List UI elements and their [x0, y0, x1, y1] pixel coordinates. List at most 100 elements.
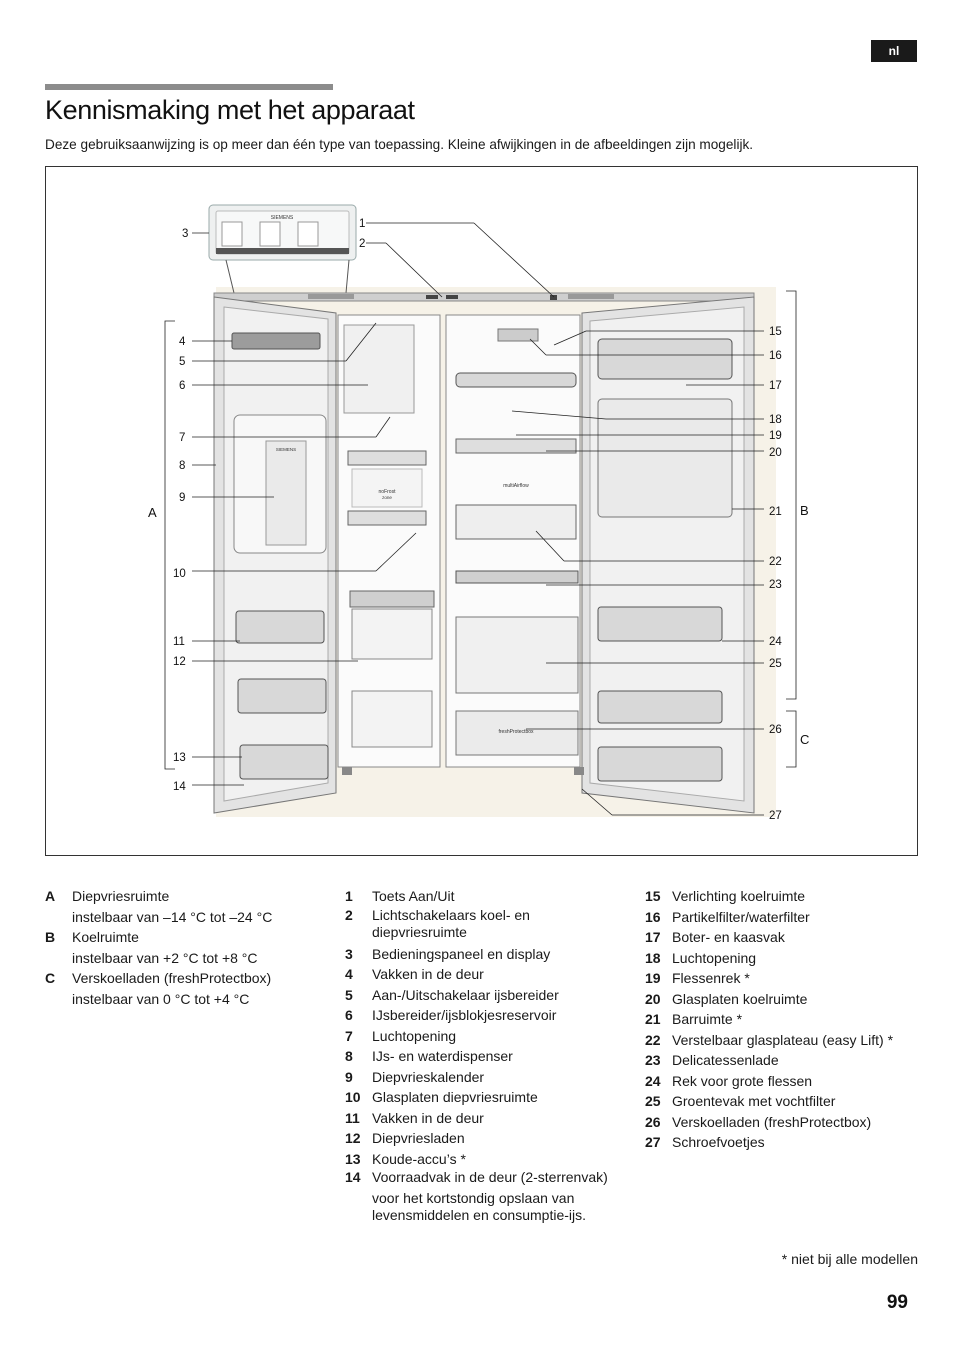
legend-item-detail: instelbaar van +2 °C tot +8 °C	[72, 949, 258, 966]
dispenser-brand-text: SIEMENS	[276, 447, 296, 452]
panel-brand-text: SIEMENS	[271, 215, 294, 221]
callout-19: 19	[769, 430, 782, 442]
easy-lift-shelf	[455, 504, 577, 540]
panel-zone-freezer	[221, 221, 243, 247]
freshprotect-box	[455, 710, 579, 756]
freshprotect-label: freshProtectbox	[498, 729, 534, 735]
callout-9: 9	[179, 492, 185, 504]
freezer-drawer-2	[351, 690, 433, 748]
callout-3: 3	[182, 228, 188, 240]
fridge-light	[497, 328, 539, 342]
legend-item-note: voor het kortstondig opslaan van levensm…	[372, 1190, 586, 1223]
panel-zone-fresh	[297, 221, 319, 247]
light-switch-left	[426, 295, 438, 299]
callout-21: 21	[769, 506, 782, 518]
fridge-door-shelf-lower	[597, 690, 723, 724]
callout-25: 25	[769, 658, 782, 670]
panel-zone-fridge	[259, 221, 281, 247]
section-a-label: A	[148, 505, 157, 520]
panel-button-row	[216, 248, 349, 254]
callout-7: 7	[179, 432, 185, 444]
bottle-rack	[455, 372, 577, 388]
callout-numbers-right: 15 16 17 18 19 20 21 22 23 24 25 26 27 B…	[769, 326, 809, 822]
callout-8: 8	[179, 460, 185, 472]
large-bottle-rack	[597, 606, 723, 642]
freezer-door-shelf-12	[237, 678, 327, 714]
appliance-figure: SIEMENS SIEMENS noFrost zone	[45, 166, 918, 856]
fridge-illustration: SIEMENS SIEMENS noFrost zone	[148, 204, 809, 822]
freezer-drawer-top	[349, 590, 435, 608]
bar-compartment	[597, 398, 733, 518]
fridge-door-liner	[589, 306, 745, 802]
callout-6: 6	[179, 380, 185, 392]
page-subtitle: Deze gebruiksaanwijzing is op meer dan é…	[45, 137, 754, 152]
freezer-door-shelf-14	[239, 744, 329, 780]
callout-lines-left	[192, 222, 555, 786]
callout-10: 10	[173, 568, 186, 580]
nofrost-sub-label: zone	[382, 495, 392, 500]
freezer-drawer-1	[351, 608, 433, 660]
fridge-glass-shelf	[455, 438, 577, 454]
freezer-door-shelf-11	[235, 610, 325, 644]
callout-1: 1	[359, 218, 365, 230]
callout-numbers-left: 3 1 2 4 5 6 7 8 9 10 11 12 13 14 A	[148, 218, 365, 793]
delicatessen-drawer	[455, 570, 579, 584]
butter-cheese-compartment	[597, 338, 733, 380]
callout-27: 27	[769, 810, 782, 822]
legend-item-detail: instelbaar van 0 °C tot +4 °C	[72, 990, 250, 1007]
foot-left	[342, 767, 352, 775]
freezer-glass-shelf-1	[347, 450, 427, 466]
multiairflow-label: multiAirflow	[503, 483, 529, 489]
callout-5: 5	[179, 356, 185, 368]
callout-18: 18	[769, 414, 782, 426]
callout-2: 2	[359, 238, 365, 250]
callout-12: 12	[173, 656, 186, 668]
callout-22: 22	[769, 556, 782, 568]
freezer-door-shelf-4	[231, 332, 321, 350]
section-b-label: B	[800, 503, 809, 518]
freezer-glass-shelf-2	[347, 510, 427, 526]
foot-right	[574, 767, 584, 775]
page-title: Kennismaking met het apparaat	[45, 95, 415, 125]
callout-16: 16	[769, 350, 782, 362]
footnote: * niet bij alle modellen	[781, 1251, 918, 1267]
language-badge: nl	[871, 40, 917, 62]
callout-13: 13	[173, 752, 186, 764]
ice-maker	[343, 324, 415, 414]
callout-lines-right	[511, 330, 764, 816]
fridge-door-shelf-bottom	[597, 746, 723, 782]
title-bar	[45, 84, 333, 90]
cabinet-top	[213, 292, 755, 302]
hinge-left	[308, 294, 354, 299]
freezer-door-liner	[223, 306, 329, 802]
freezer-calendar	[265, 440, 307, 546]
callout-17: 17	[769, 380, 782, 392]
callout-24: 24	[769, 636, 782, 648]
power-button	[550, 295, 557, 300]
callout-23: 23	[769, 579, 782, 591]
callout-14: 14	[173, 781, 186, 793]
